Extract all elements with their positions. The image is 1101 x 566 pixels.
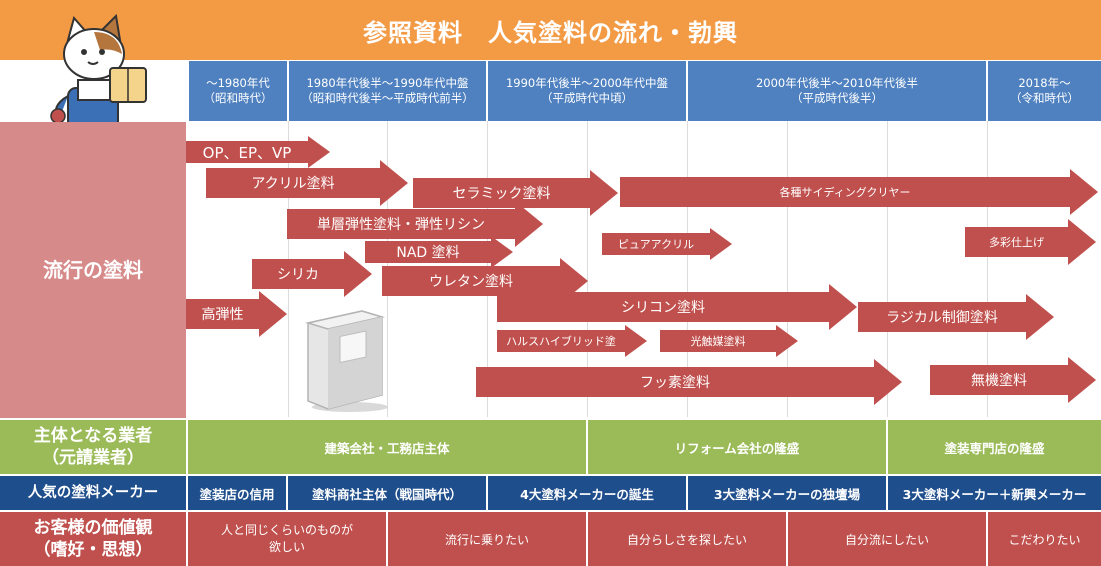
paint-arrow-hals-hybrid: ハルスハイブリッド塗	[497, 325, 647, 357]
paint-label: NAD 塗料	[396, 245, 460, 261]
paint-label: シリコン塗料	[621, 300, 705, 316]
paint-label: 光触媒塗料	[690, 335, 746, 348]
era-period: ～1980年代	[206, 76, 270, 90]
paint-arrow-photocatalyst: 光触媒塗料	[660, 325, 798, 357]
paint-label: ウレタン塗料	[429, 274, 513, 290]
value-cell: 自分らしさを探したい	[588, 512, 786, 566]
contractor-cell: 建築会社・工務店主体	[188, 420, 586, 474]
page-title: 参照資料 人気塗料の流れ・勃興	[0, 0, 1101, 60]
era-name: （昭和時代）	[203, 91, 273, 105]
value-label-line2: （嗜好・思想）	[33, 540, 153, 560]
paint-label: ラジカル制御塗料	[886, 310, 998, 326]
paint-arrow-urethane: ウレタン塗料	[382, 258, 588, 304]
paint-arrow-elastic: 単層弾性塗料・弾性リシン	[287, 201, 543, 247]
value-cell: 自分流にしたい	[788, 512, 986, 566]
contractor-cell: 塗装専門店の隆盛	[888, 420, 1101, 474]
trend-row-label: 流行の塗料	[0, 122, 186, 418]
paint-label: セラミック塗料	[452, 186, 551, 202]
paint-arrow-silicone: シリコン塗料	[497, 284, 857, 330]
value-line2: 欲しい	[268, 540, 305, 554]
paint-arrow-high-elastic: 高弾性	[186, 291, 287, 337]
era-header-2018: 2018年～ （令和時代）	[988, 61, 1101, 121]
paint-label: フッ素塗料	[640, 375, 710, 391]
paint-arrow-siding-clear: 各種サイディングクリヤー	[620, 169, 1098, 215]
value-cell: こだわりたい	[988, 512, 1101, 566]
era-period: 1990年代後半～2000年代中盤	[505, 76, 669, 90]
paint-label: 多彩仕上げ	[989, 236, 1044, 249]
paint-label: OP、EP、VP	[202, 143, 292, 162]
maker-cell: 4大塗料メーカーの誕生	[488, 476, 686, 510]
paint-label: ピュアアクリル	[617, 238, 695, 251]
paint-label: アクリル塗料	[251, 176, 335, 192]
paint-can-icon	[300, 305, 390, 413]
era-period: 2000年代後半～2010年代後半	[755, 76, 919, 90]
paint-arrow-op: OP、EP、VP	[186, 136, 330, 168]
era-period: 1980年代後半～1990年代中盤	[306, 76, 469, 90]
maker-cell: 塗料商社主体（戦国時代）	[288, 476, 486, 510]
era-name: （令和時代）	[1010, 91, 1079, 105]
paint-arrow-radical: ラジカル制御塗料	[858, 294, 1054, 340]
contractor-label-line2: （元請業者）	[42, 448, 144, 468]
era-header-1980s: ～1980年代 （昭和時代）	[189, 61, 287, 121]
maker-cell: 塗装店の信用	[188, 476, 286, 510]
contractor-cell: リフォーム会社の隆盛	[588, 420, 886, 474]
paint-label: 単層弾性塗料・弾性リシン	[317, 217, 485, 233]
paint-arrow-multicolor: 多彩仕上げ	[965, 219, 1096, 265]
value-cell: 人と同じくらいのものが 欲しい	[188, 512, 386, 566]
grid-line	[887, 121, 888, 417]
paint-arrow-fluorine: フッ素塗料	[476, 359, 902, 405]
value-line1: 人と同じくらいのものが	[220, 523, 353, 537]
era-header-late-1980s: 1980年代後半～1990年代中盤 （昭和時代後半～平成時代前半）	[289, 61, 486, 121]
paint-label: シリカ	[277, 267, 319, 283]
era-name: （昭和時代後半～平成時代前半）	[301, 91, 474, 105]
paint-arrow-pure-acrylic: ピュアアクリル	[602, 228, 732, 260]
era-name: （平成時代中頃）	[541, 91, 633, 105]
era-name: （平成時代後半）	[791, 91, 883, 105]
grid-line	[687, 121, 688, 417]
paint-arrow-acrylic: アクリル塗料	[206, 160, 408, 206]
paint-arrow-inorganic: 無機塗料	[930, 357, 1096, 403]
contractor-label-line1: 主体となる業者	[33, 426, 153, 446]
paint-arrow-nad: NAD 塗料	[365, 236, 513, 268]
paint-label: 高弾性	[201, 307, 244, 323]
maker-cell: 3大塗料メーカーの独壇場	[688, 476, 886, 510]
paint-arrow-silica: シリカ	[252, 251, 372, 297]
era-header-late-1990s: 1990年代後半～2000年代中盤 （平成時代中頃）	[488, 61, 686, 121]
value-row-label: お客様の価値観 （嗜好・思想）	[0, 512, 186, 566]
paint-label: 無機塗料	[971, 373, 1027, 389]
maker-row-label: 人気の塗料メーカー	[0, 476, 186, 510]
maker-cell: 3大塗料メーカー＋新興メーカー	[888, 476, 1101, 510]
value-cell: 流行に乗りたい	[388, 512, 586, 566]
paint-label: 各種サイディングクリヤー	[779, 186, 911, 199]
value-label-line1: お客様の価値観	[33, 518, 153, 538]
paint-label: ハルスハイブリッド塗	[506, 335, 616, 348]
grid-line	[787, 121, 788, 417]
grid-line	[987, 121, 988, 417]
contractor-row-label: 主体となる業者 （元請業者）	[0, 420, 186, 474]
era-header-late-2000s: 2000年代後半～2010年代後半 （平成時代後半）	[688, 61, 986, 121]
paint-arrow-ceramic: セラミック塗料	[413, 170, 618, 216]
era-period: 2018年～	[1018, 76, 1071, 90]
